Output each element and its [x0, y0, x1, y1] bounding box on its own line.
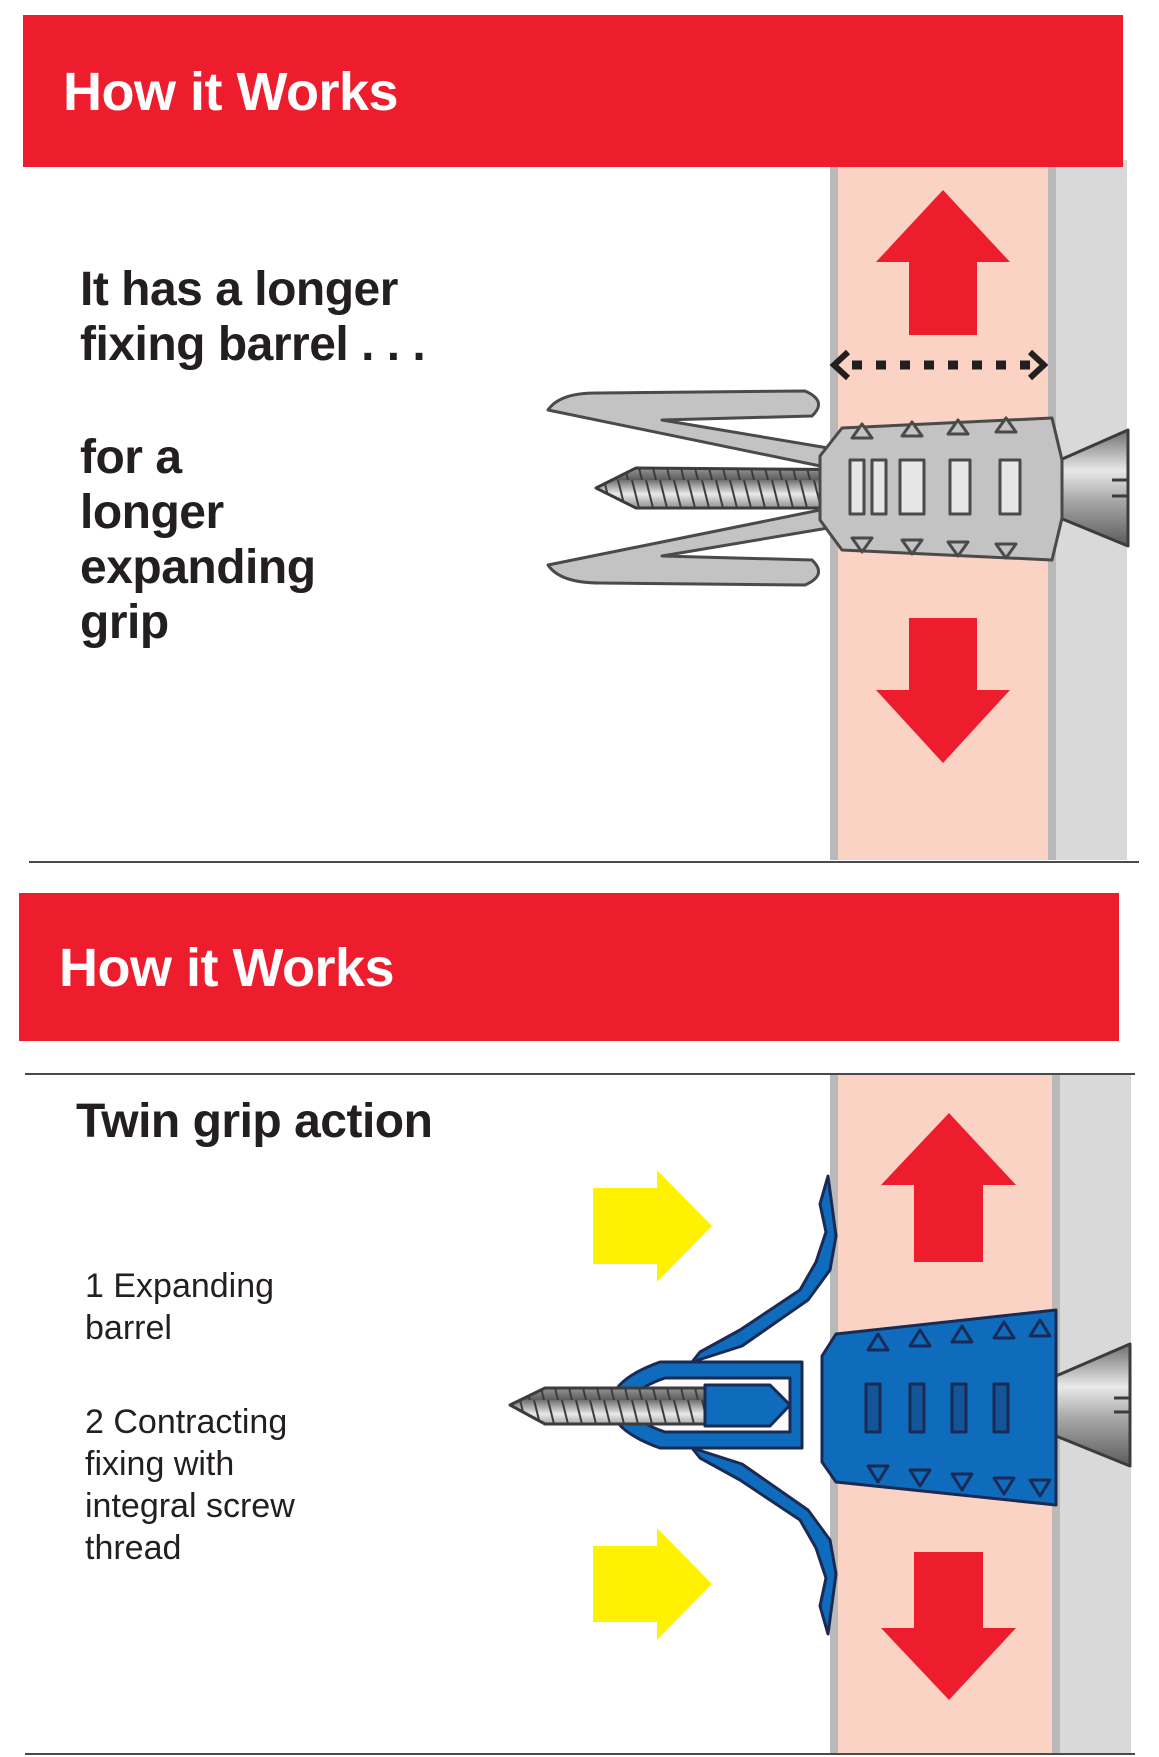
panel1-subheading-line: expanding [80, 541, 316, 594]
panel1-subheading-line: grip [80, 596, 169, 649]
panel2-point-1-line: barrel [85, 1309, 172, 1347]
panel1-subheading-line: longer [80, 486, 224, 539]
panel1-subheading-line: for a [80, 431, 182, 484]
panel2-bottom-divider [25, 1753, 1135, 1755]
plasterboard-fixing-icon [546, 389, 1130, 587]
panel2-top-divider [25, 1073, 1135, 1075]
panel1-bottom-divider [29, 861, 1139, 863]
panel2-point-2: 2 Contracting fixing with integral screw… [85, 1401, 295, 1569]
double-headed-dotted-arrow-icon [829, 349, 1049, 381]
panel1-banner: How it Works [23, 15, 1123, 167]
panel2-banner: How it Works [19, 893, 1119, 1041]
down-arrow-icon [876, 618, 1010, 763]
panel2-point-2-line: integral screw [85, 1487, 295, 1525]
panel1-heading: It has a longer fixing barrel . . . [80, 262, 426, 372]
panel1-banner-title: How it Works [63, 62, 399, 122]
panel2-heading: Twin grip action [76, 1095, 433, 1148]
panel2-banner-title: How it Works [59, 938, 395, 998]
panel2-point-2-line: 2 Contracting [85, 1403, 288, 1441]
up-arrow-icon [876, 190, 1010, 335]
plasterboard-fixing-icon [508, 1174, 1132, 1636]
down-arrow-icon [881, 1552, 1016, 1700]
panel2-point-2-line: fixing with [85, 1445, 235, 1483]
panel2-point-1: 1 Expanding barrel [85, 1265, 274, 1349]
panel2-point-1-line: 1 Expanding [85, 1267, 275, 1305]
right-arrow-icon [593, 1170, 712, 1282]
panel1-heading-line: It has a longer [80, 263, 398, 316]
right-arrow-icon [593, 1528, 712, 1640]
up-arrow-icon [881, 1113, 1016, 1262]
panel1-subheading: for a longer expanding grip [80, 430, 316, 650]
panel1-heading-line: fixing barrel . . . [80, 318, 426, 371]
panel2-point-2-line: thread [85, 1529, 182, 1567]
